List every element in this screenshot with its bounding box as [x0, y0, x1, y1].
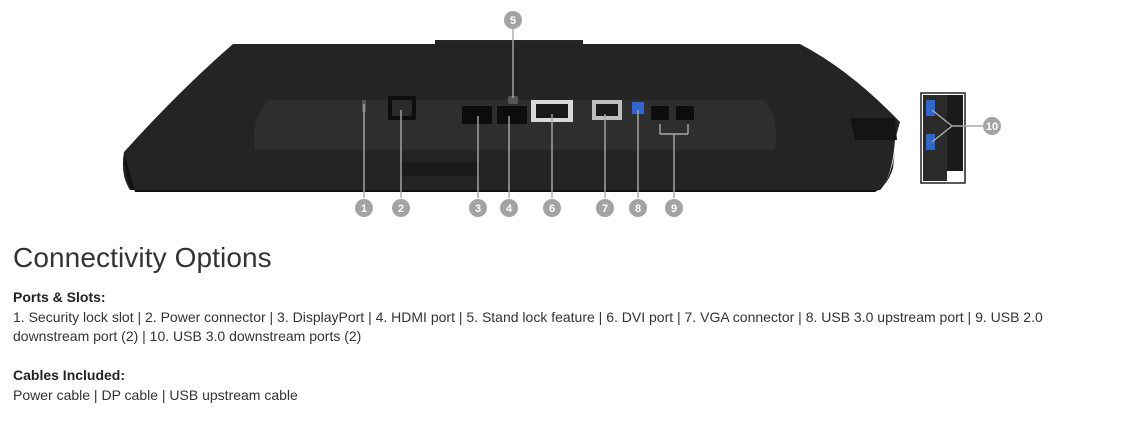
svg-text:4: 4 — [506, 203, 513, 215]
svg-text:7: 7 — [602, 203, 608, 215]
svg-text:9: 9 — [671, 203, 677, 215]
svg-text:3: 3 — [475, 203, 481, 215]
svg-text:10: 10 — [986, 121, 998, 133]
svg-text:6: 6 — [549, 203, 555, 215]
ports-list: 1. Security lock slot | 2. Power connect… — [13, 309, 1043, 344]
callout-8: 8 — [629, 199, 647, 217]
monitor-ports-figure: 1 2 3 4 5 6 7 8 9 10 — [122, 11, 1001, 217]
callout-3: 3 — [469, 199, 487, 217]
section-title: Connectivity Options — [13, 242, 272, 273]
monitor-illustration: 1 2 3 4 5 6 7 8 9 10 — [122, 11, 1001, 217]
callout-2: 2 — [392, 199, 410, 217]
cables-heading: Cables Included: — [13, 367, 126, 383]
svg-text:8: 8 — [635, 203, 641, 215]
usb3-port-1 — [926, 100, 935, 116]
callout-7: 7 — [596, 199, 614, 217]
cables-list: Power cable | DP cable | USB upstream ca… — [13, 387, 298, 403]
stand-lock — [508, 96, 518, 104]
callout-5: 5 — [504, 11, 522, 29]
port-panel — [253, 100, 777, 150]
ports-heading: Ports & Slots: — [13, 289, 106, 305]
callout-4: 4 — [500, 199, 518, 217]
usb2-port-1 — [651, 106, 669, 120]
usb2-port-2 — [676, 106, 694, 120]
hdmi-port — [497, 106, 527, 124]
callout-10: 10 — [983, 117, 1001, 135]
callout-6: 6 — [543, 199, 561, 217]
svg-text:2: 2 — [398, 203, 404, 215]
usb-upstream-port — [632, 102, 644, 114]
callout-1: 1 — [355, 199, 373, 217]
svg-text:5: 5 — [510, 15, 516, 27]
callout-9: 9 — [665, 199, 683, 217]
usb3-port-2 — [926, 134, 935, 150]
svg-text:1: 1 — [361, 203, 367, 215]
displayport — [462, 106, 492, 124]
